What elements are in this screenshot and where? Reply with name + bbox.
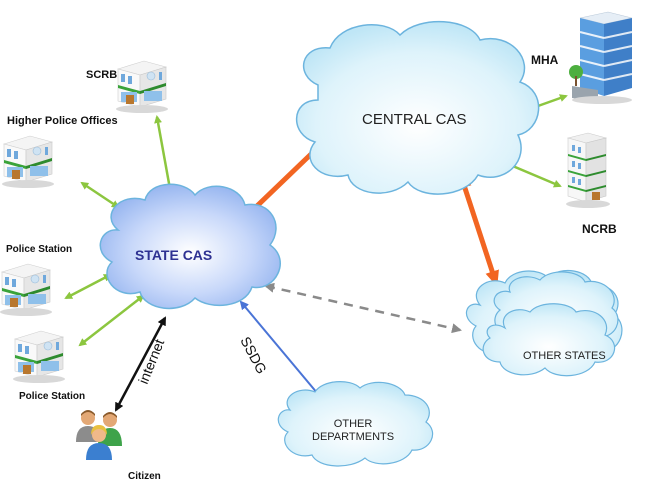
police-station-1-label: Police Station	[6, 244, 73, 255]
other-departments-label: OTHER DEPARTMENTS	[312, 418, 394, 444]
edge-police1-state	[64, 273, 112, 300]
other-states-cloud[interactable]	[465, 269, 623, 377]
other-departments-cloud[interactable]	[277, 381, 434, 467]
higher-police-offices-label: Higher Police Offices	[7, 115, 118, 127]
mha-label: MHA	[531, 53, 559, 67]
ncrb-label: NCRB	[582, 222, 617, 236]
ncrb-building-icon	[566, 132, 610, 208]
citizen-label: Citizen	[128, 471, 161, 482]
scrb-label: SCRB	[86, 69, 118, 81]
edge-internet-citizen	[114, 316, 167, 412]
scrb-building-icon	[115, 60, 169, 114]
citizen-people-icon	[76, 410, 122, 460]
police-station-2-label: Police Station	[19, 391, 86, 402]
central-cas-cloud[interactable]	[295, 20, 540, 195]
police-station-1-building-icon	[0, 263, 53, 317]
edge-ssdg	[239, 300, 325, 402]
state-cas-label: STATE CAS	[135, 247, 213, 263]
edge-police2-state	[78, 294, 145, 347]
other-departments-line1: OTHER	[333, 418, 373, 430]
edge-central-otherstates	[458, 172, 499, 287]
police-station-2-building-icon	[12, 330, 66, 384]
central-cas-label: CENTRAL CAS	[362, 111, 467, 128]
edge-higher-police-state	[80, 181, 120, 209]
state-cas-cloud[interactable]	[99, 183, 281, 310]
edge-state-otherstates-dashed	[264, 282, 462, 334]
other-states-label: OTHER STATES	[523, 350, 606, 362]
internet-edge-label: internet	[135, 337, 167, 386]
ssdg-edge-label: SSDG	[237, 334, 270, 377]
mha-building-icon	[569, 11, 633, 104]
other-departments-line2: DEPARTMENTS	[312, 431, 395, 443]
higher-police-building-icon	[1, 135, 55, 189]
edge-central-ncrb	[506, 162, 562, 188]
